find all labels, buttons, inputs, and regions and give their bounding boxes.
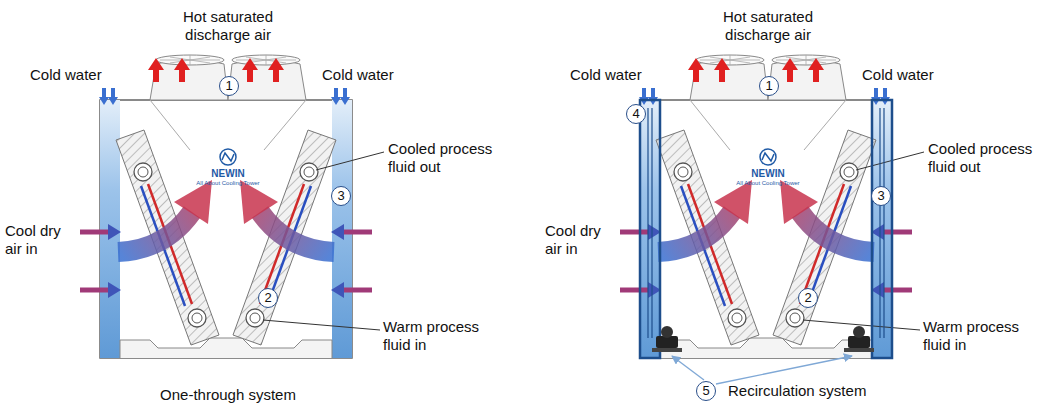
system-caption: Recirculation system [728,382,898,400]
recirculation-parts [640,100,892,384]
once-through-tower [80,55,384,358]
water-inlet-label: Cold water [322,66,402,84]
system-caption: One-through system [138,386,318,404]
fluid-inlet-label: Warm process fluid in [383,318,501,354]
air-outlet-label: Hot saturated discharge air [168,8,288,44]
callout-number: 4 [626,104,646,124]
water-inlet-label: Cold water [570,66,642,84]
air-inlet-label: Cool dry air in [5,222,77,258]
logo-text: NEWIN [198,168,258,179]
recirculation-tower [620,55,924,358]
logo-tagline: All About Cooling Tower [183,180,273,187]
water-inlet-label: Cold water [862,66,942,84]
air-outlet-label: Hot saturated discharge air [708,8,828,44]
callout-number: 3 [871,186,891,206]
fluid-outlet-label: Cooled process fluid out [928,140,1046,176]
logo-tagline: All About Cooling Tower [723,180,813,187]
callout-number: 2 [798,288,818,308]
callout-number: 1 [219,76,239,96]
callout-number: 5 [696,381,716,401]
fluid-outlet-label: Cooled process fluid out [388,140,506,176]
air-inlet-label: Cool dry air in [545,222,617,258]
callout-number: 3 [331,186,351,206]
fluid-inlet-label: Warm process fluid in [923,318,1041,354]
callout-number: 1 [759,76,779,96]
water-inlet-label: Cold water [30,66,102,84]
callout-number: 2 [258,288,278,308]
logo-text: NEWIN [738,168,798,179]
